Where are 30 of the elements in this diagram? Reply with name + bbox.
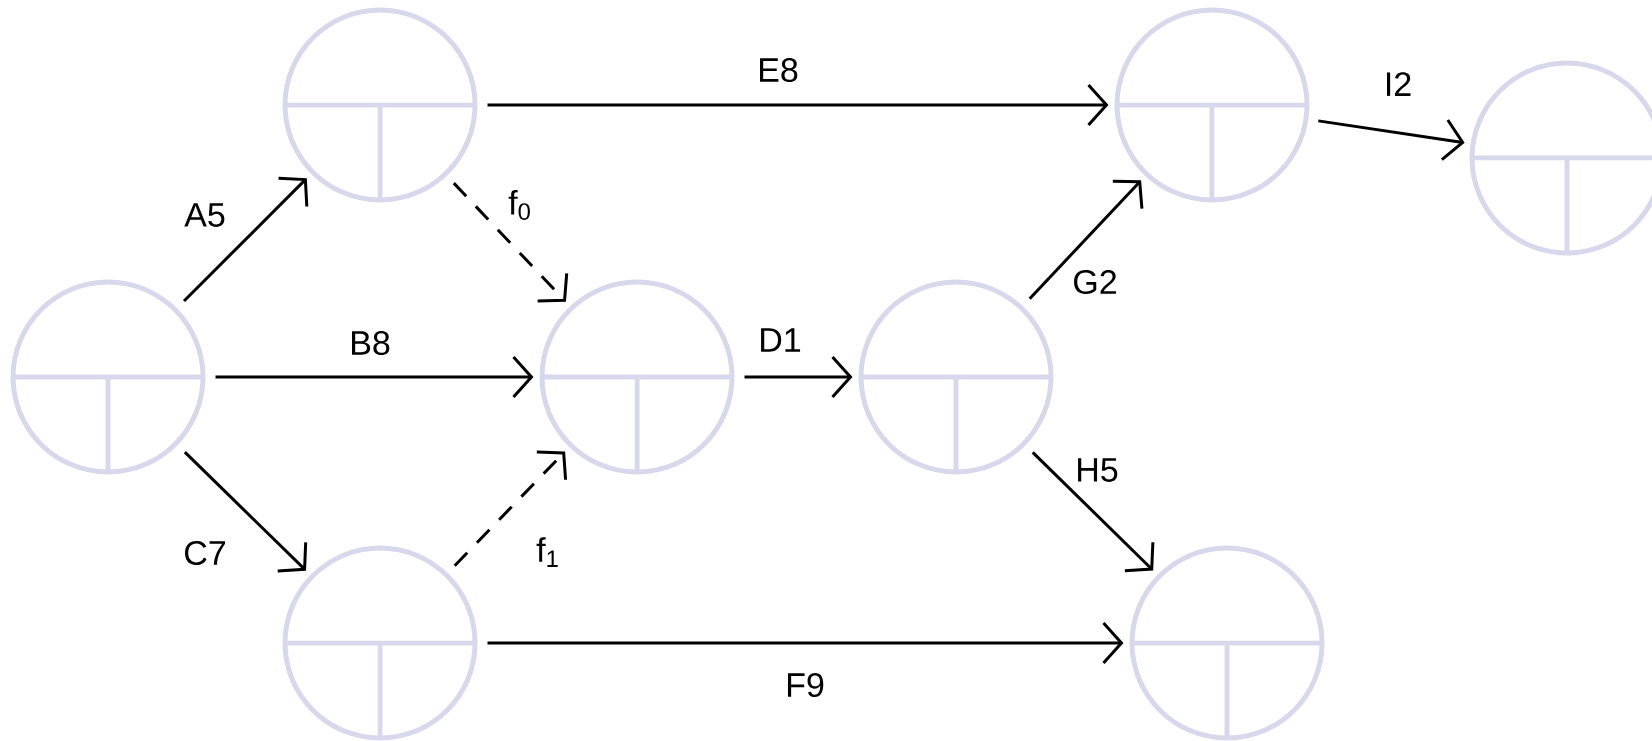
circle-node xyxy=(282,7,478,203)
arrow xyxy=(487,84,1109,126)
arrow xyxy=(182,176,309,303)
edge-label: G2 xyxy=(1070,267,1120,297)
circle-node xyxy=(1114,7,1310,203)
arrow xyxy=(1028,179,1144,300)
arrow xyxy=(453,450,568,567)
edge-label: f$_{0}$ xyxy=(506,188,534,222)
circle-node xyxy=(1469,60,1652,256)
edge-label: D1 xyxy=(756,326,804,354)
arrow xyxy=(744,356,853,398)
circle-node xyxy=(858,279,1054,475)
edge-label: B8 xyxy=(347,329,393,358)
arrow xyxy=(452,182,569,303)
circle-node xyxy=(1129,545,1325,741)
arrow xyxy=(1031,451,1155,573)
circle-node xyxy=(10,279,206,475)
edge-label: E8 xyxy=(755,55,801,85)
circle-node xyxy=(282,545,478,741)
edge-label: I2 xyxy=(1381,70,1415,98)
arrow xyxy=(183,451,308,573)
edge-label: A5 xyxy=(182,201,228,229)
arrow xyxy=(1318,119,1465,161)
edge-label: C7 xyxy=(181,539,229,568)
arrow xyxy=(487,622,1124,664)
arrow xyxy=(215,356,534,398)
edge-label: F9 xyxy=(783,671,827,700)
edge-label: f$_{1}$ xyxy=(534,535,562,569)
circle-node xyxy=(539,279,735,475)
edge-label: H5 xyxy=(1073,456,1121,484)
